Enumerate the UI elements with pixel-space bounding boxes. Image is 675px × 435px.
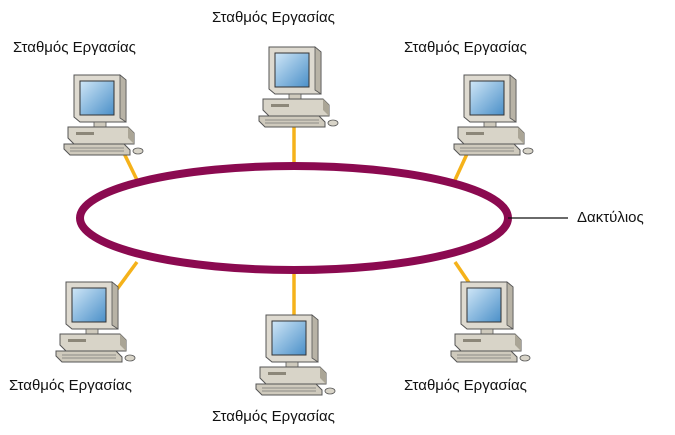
- workstation-label-top-right: Σταθμός Εργασίας: [404, 39, 527, 56]
- workstation-top-right-icon: [453, 74, 534, 156]
- workstation-top-center-icon: [258, 46, 339, 128]
- ring-network: [76, 162, 512, 274]
- workstation-top-left-icon: [63, 74, 144, 156]
- ring-label: Δακτύλιος: [577, 209, 644, 226]
- workstation-bottom-left-icon: [55, 281, 136, 363]
- network-links: [110, 112, 480, 318]
- workstation-label-bottom-left: Σταθμός Εργασίας: [9, 377, 132, 394]
- workstation-label-bottom-right: Σταθμός Εργασίας: [404, 377, 527, 394]
- workstation-label-top-center: Σταθμός Εργασίας: [212, 9, 335, 26]
- workstation-label-top-left: Σταθμός Εργασίας: [13, 39, 136, 56]
- workstation-bottom-center-icon: [255, 314, 336, 396]
- workstation-bottom-right-icon: [450, 281, 531, 363]
- workstation-label-bottom-center: Σταθμός Εργασίας: [212, 408, 335, 425]
